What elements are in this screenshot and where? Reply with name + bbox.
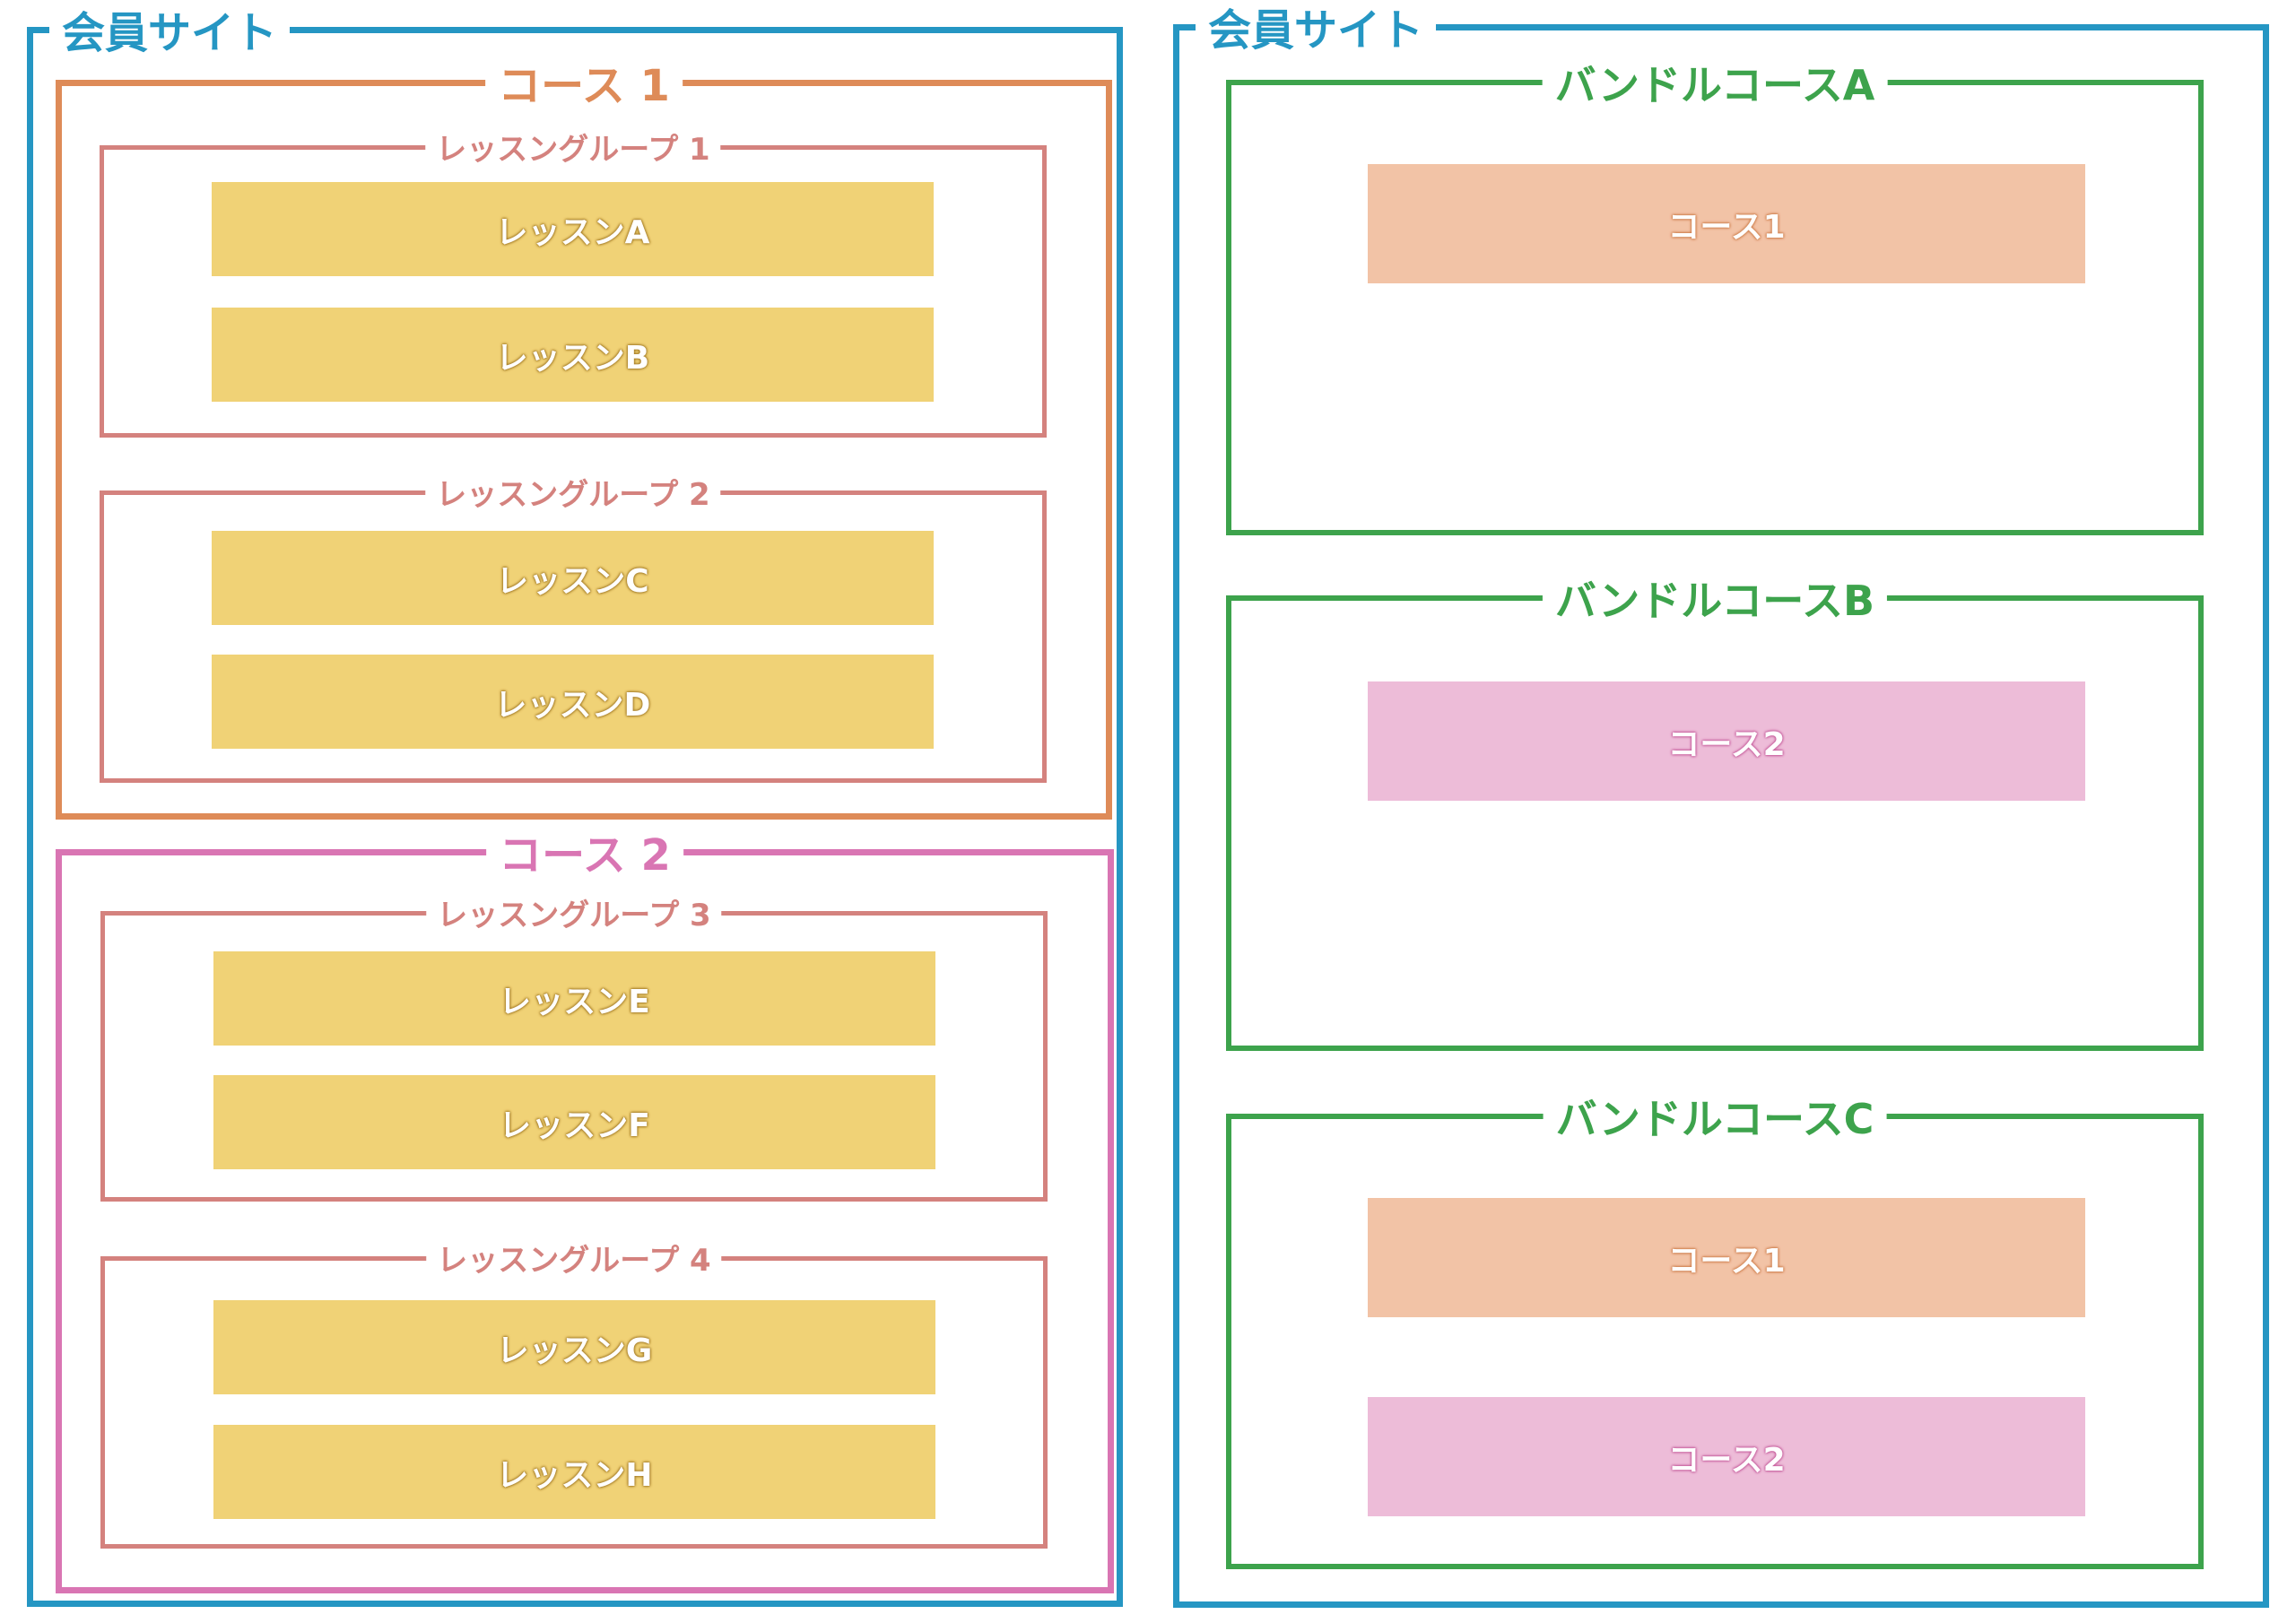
- site-title: 会員サイト: [1196, 9, 1437, 52]
- member-site-right: 会員サイト バンドルコースA コース1 バンドルコースB コース2 バンドルコー…: [1173, 9, 2269, 1608]
- lesson-f: レッスンF: [213, 1075, 935, 1169]
- lesson-group-4: レッスングループ 4 レッスンG レッスンH: [100, 1245, 1048, 1549]
- site-title: 会員サイト: [49, 12, 291, 55]
- lesson-group-3: レッスングループ 3 レッスンE レッスンF: [100, 900, 1048, 1202]
- course-2-title: コース 2: [486, 834, 683, 877]
- bundle-course-a: バンドルコースA コース1: [1226, 65, 2204, 535]
- bundle-c-course-1: コース1: [1368, 1198, 2085, 1317]
- bundle-c-course-2: コース2: [1368, 1397, 2085, 1516]
- lesson-group-2-title: レッスングループ 2: [425, 480, 721, 510]
- lesson-group-2: レッスングループ 2 レッスンC レッスンD: [100, 480, 1047, 783]
- lesson-e: レッスンE: [213, 951, 935, 1046]
- lesson-g: レッスンG: [213, 1300, 935, 1394]
- lesson-h: レッスンH: [213, 1425, 935, 1519]
- bundle-course-b: バンドルコースB コース2: [1226, 580, 2204, 1051]
- lesson-a: レッスンA: [212, 182, 934, 276]
- lesson-d: レッスンD: [212, 655, 934, 749]
- bundle-a-course-1: コース1: [1368, 164, 2085, 283]
- lesson-c: レッスンC: [212, 531, 934, 625]
- bundle-course-c: バンドルコースC コース1 コース2: [1226, 1098, 2204, 1569]
- lesson-group-4-title: レッスングループ 4: [426, 1245, 722, 1276]
- bundle-course-a-title: バンドルコースA: [1542, 65, 1888, 106]
- lesson-b: レッスンB: [212, 308, 934, 402]
- bundle-course-c-title: バンドルコースC: [1543, 1098, 1887, 1140]
- member-site-left: 会員サイト コース 1 レッスングループ 1 レッスンA レッスンB レッスング…: [27, 12, 1123, 1607]
- lesson-group-3-title: レッスングループ 3: [426, 900, 722, 931]
- lesson-group-1-title: レッスングループ 1: [425, 135, 721, 165]
- bundle-b-course-2: コース2: [1368, 681, 2085, 801]
- bundle-course-b-title: バンドルコースB: [1542, 580, 1888, 621]
- course-1-title: コース 1: [485, 65, 683, 108]
- course-2-frame: コース 2 レッスングループ 3 レッスンE レッスンF レッスングループ 4 …: [56, 834, 1114, 1593]
- lesson-group-1: レッスングループ 1 レッスンA レッスンB: [100, 135, 1047, 438]
- course-1-frame: コース 1 レッスングループ 1 レッスンA レッスンB レッスングループ 2 …: [56, 65, 1112, 820]
